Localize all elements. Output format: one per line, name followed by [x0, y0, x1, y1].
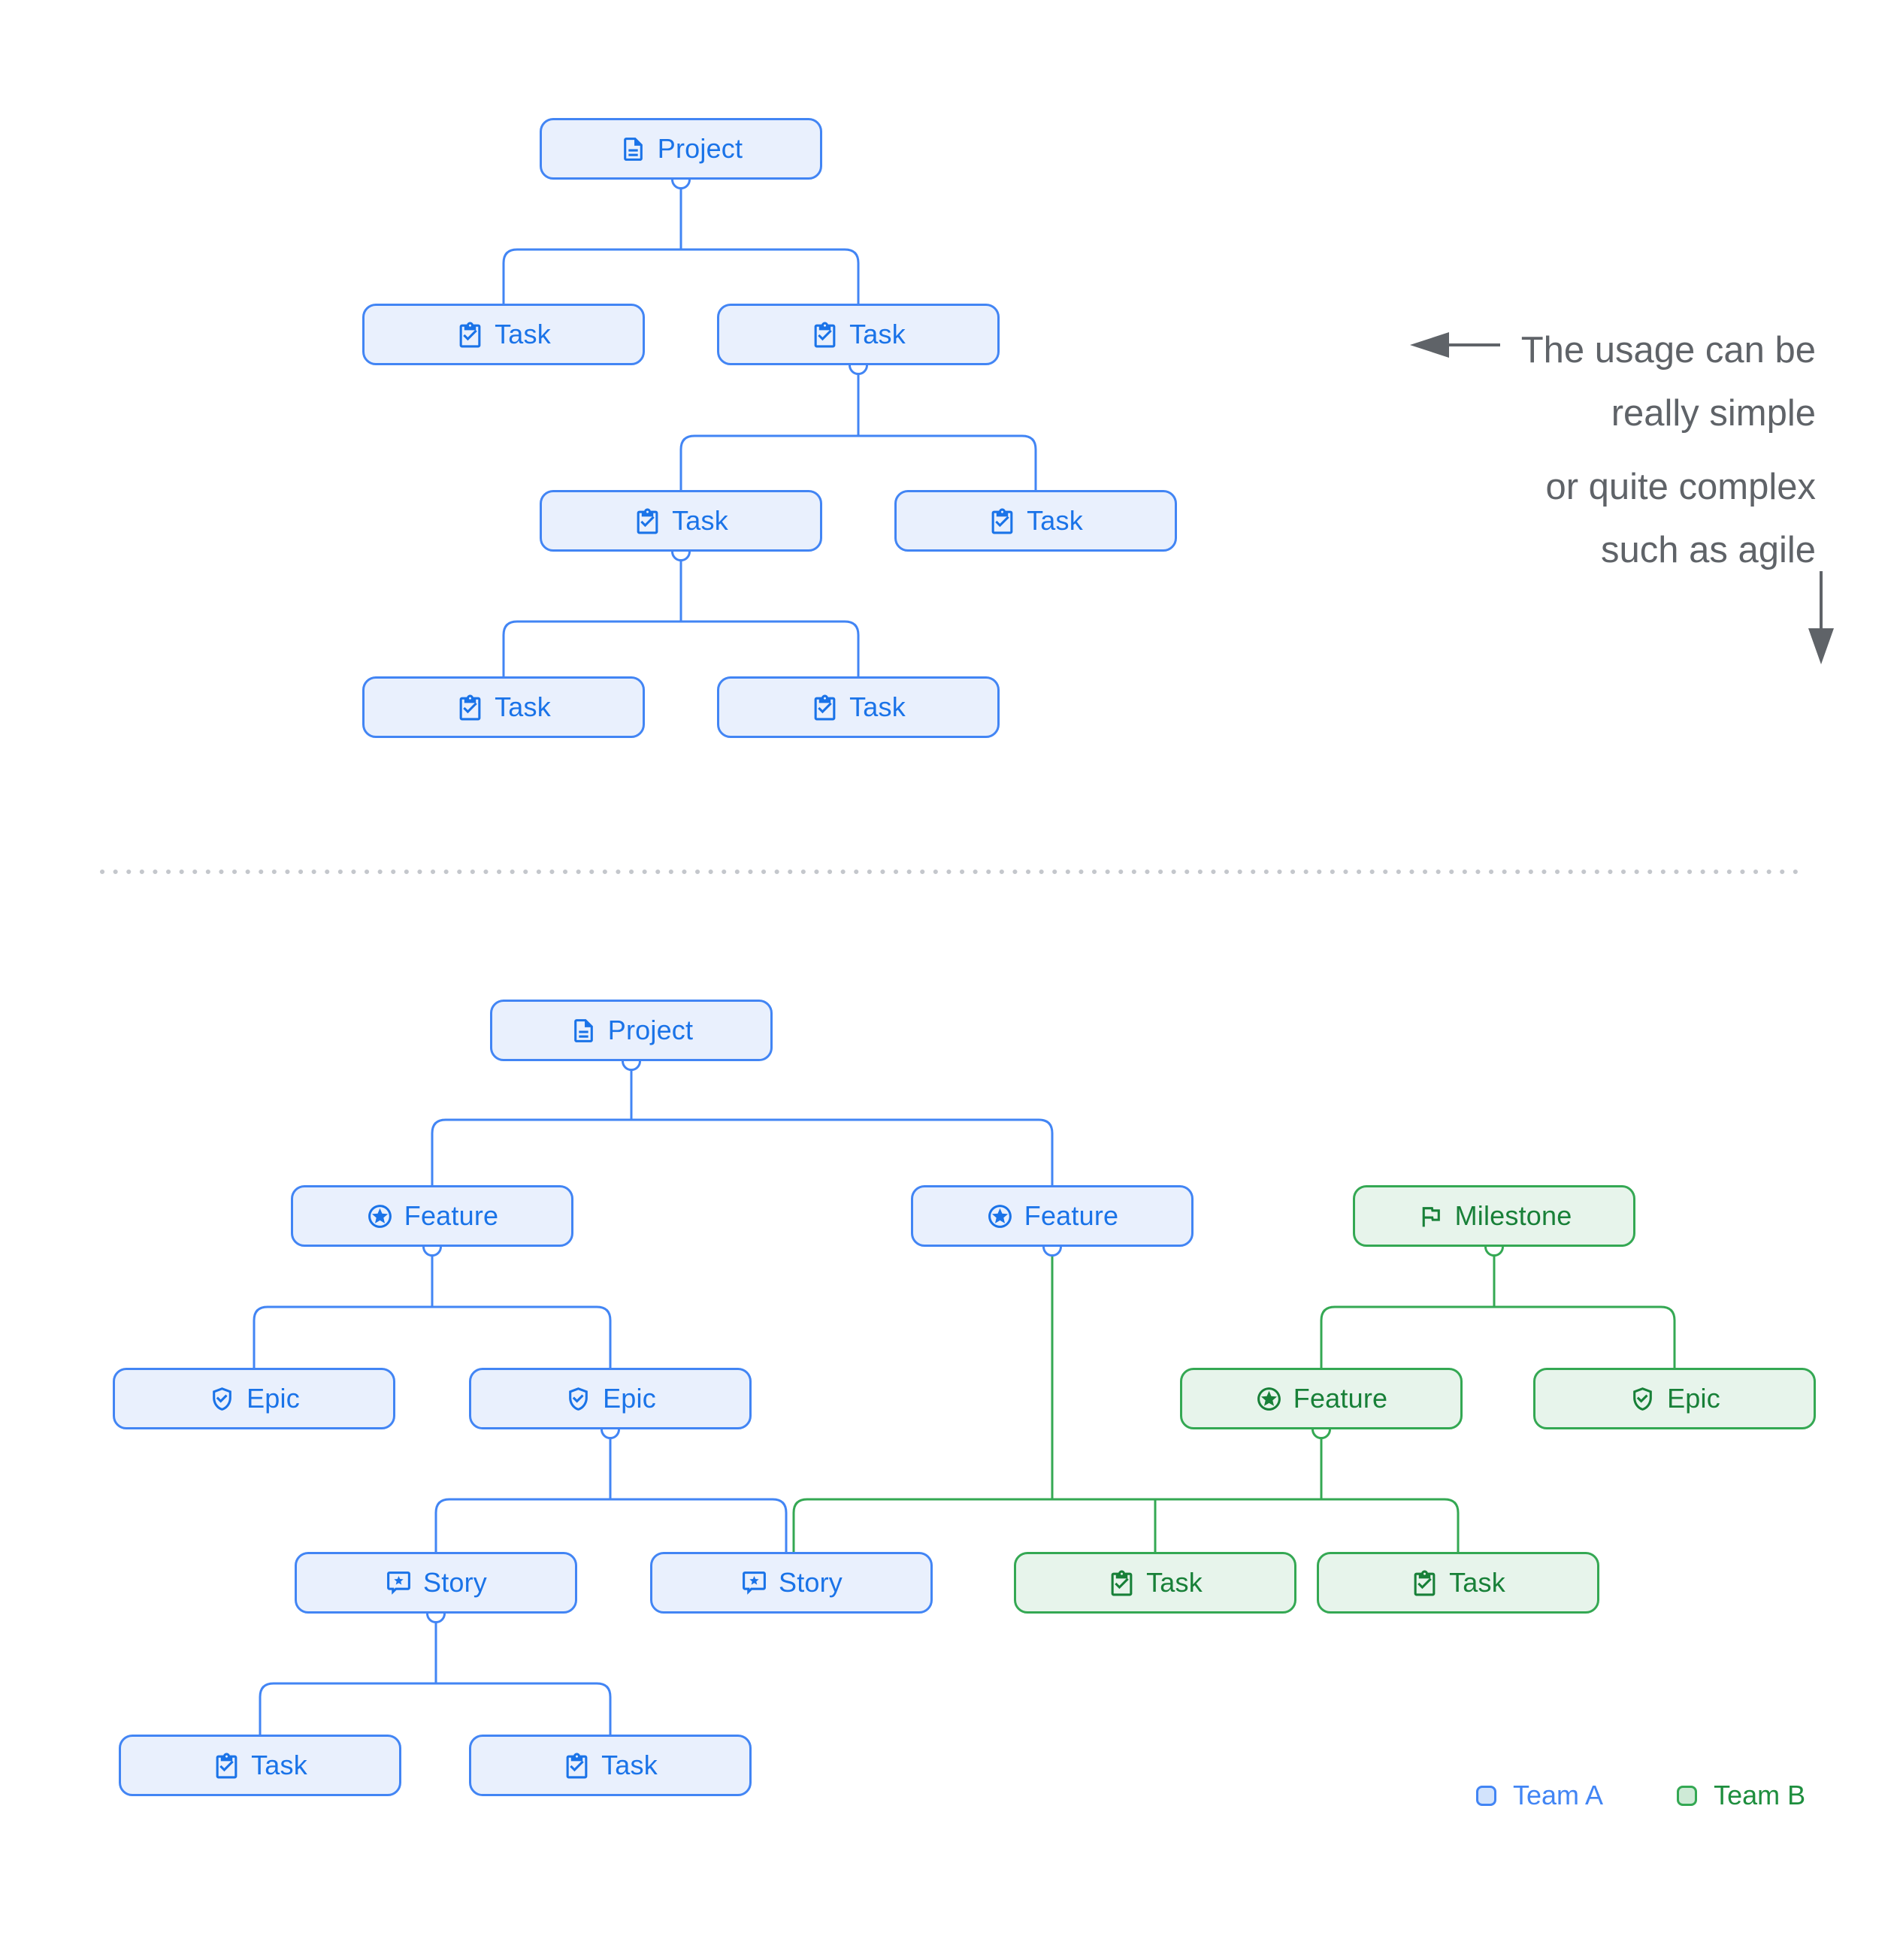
epic-icon [1629, 1385, 1656, 1413]
node-label: Epic [247, 1383, 300, 1414]
node-c-task-1: Task [1014, 1552, 1296, 1614]
node-c-task-4: Task [469, 1735, 752, 1796]
node-label: Project [607, 1015, 694, 1045]
task-icon [811, 321, 839, 349]
node-c-epic-2: Epic [469, 1368, 752, 1429]
node-s-task-c: Task [540, 490, 822, 552]
task-icon [563, 1752, 591, 1780]
node-label: Epic [603, 1383, 656, 1414]
node-c-epic-3: Epic [1533, 1368, 1816, 1429]
connector-bus [502, 552, 860, 676]
node-c-feature-1: Feature [291, 1185, 573, 1247]
node-label: Task [849, 319, 906, 349]
node-s-task-b: Task [717, 304, 1000, 365]
task-icon [811, 694, 839, 721]
task-icon [456, 321, 484, 349]
legend-item-team-a: Team A [1476, 1780, 1603, 1811]
node-c-task-3: Task [119, 1735, 401, 1796]
connector-bus [502, 180, 860, 304]
task-icon [1108, 1569, 1136, 1597]
node-label: Epic [1667, 1383, 1720, 1414]
annotation-line-2: really simple [1611, 393, 1816, 434]
team-b-swatch-icon [1677, 1785, 1698, 1806]
node-label: Feature [404, 1200, 499, 1231]
document-icon [619, 135, 647, 163]
epic-icon [208, 1385, 236, 1413]
story-icon [740, 1569, 768, 1597]
node-label: Task [672, 505, 728, 536]
flag-icon [1417, 1202, 1445, 1230]
connector-bus [679, 365, 1037, 490]
node-c-story-2: Story [650, 1552, 933, 1614]
node-label: Story [422, 1567, 488, 1598]
connector-bus [253, 1247, 612, 1368]
task-icon [1411, 1569, 1439, 1597]
node-label: Task [1027, 505, 1083, 536]
annotation-text: The usage can be really simple or quite … [1365, 319, 1816, 582]
document-icon [570, 1017, 598, 1045]
node-c-project: Project [490, 1000, 773, 1061]
connector-bus [259, 1614, 612, 1735]
node-label: Task [1449, 1567, 1505, 1598]
task-icon [213, 1752, 241, 1780]
node-label: Task [1146, 1567, 1203, 1598]
node-c-story-1: Story [295, 1552, 577, 1614]
node-c-milestone: Milestone [1353, 1185, 1635, 1247]
node-label: Feature [1024, 1200, 1119, 1231]
node-label: Project [657, 133, 743, 164]
legend: Team A Team B [1476, 1780, 1805, 1811]
left-arrow-icon [1410, 332, 1500, 358]
connector-bus [434, 1429, 788, 1552]
node-label: Story [778, 1567, 843, 1598]
connector-bus [1320, 1247, 1676, 1368]
node-s-project: Project [540, 118, 822, 180]
node-s-task-f: Task [717, 676, 1000, 738]
node-label: Milestone [1454, 1200, 1572, 1231]
node-label: Task [849, 691, 906, 722]
node-c-feature-3: Feature [1180, 1368, 1463, 1429]
task-icon [634, 507, 661, 535]
node-label: Task [251, 1750, 307, 1780]
task-icon [988, 507, 1016, 535]
feature-icon [1255, 1385, 1283, 1413]
feature-icon [986, 1202, 1014, 1230]
node-c-task-2: Task [1317, 1552, 1599, 1614]
connector-bus [431, 1061, 1054, 1185]
legend-label-team-a: Team A [1513, 1780, 1604, 1810]
node-label: Task [495, 691, 551, 722]
annotation-line-4: such as agile [1600, 530, 1816, 570]
legend-item-team-b: Team B [1677, 1780, 1805, 1811]
node-s-task-e: Task [362, 676, 645, 738]
connector-bus [792, 1247, 1460, 1552]
annotation-line-1: The usage can be [1520, 330, 1816, 371]
node-label: Task [495, 319, 551, 349]
node-s-task-d: Task [894, 490, 1177, 552]
node-label: Task [601, 1750, 658, 1780]
node-c-epic-1: Epic [113, 1368, 395, 1429]
feature-icon [366, 1202, 394, 1230]
story-icon [385, 1569, 413, 1597]
legend-label-team-b: Team B [1714, 1780, 1806, 1810]
epic-icon [564, 1385, 592, 1413]
annotation-line-3: or quite complex [1545, 467, 1816, 507]
down-arrow-icon [1808, 571, 1834, 664]
node-c-feature-2: Feature [911, 1185, 1194, 1247]
node-s-task-a: Task [362, 304, 645, 365]
team-a-swatch-icon [1476, 1785, 1496, 1806]
task-icon [456, 694, 484, 721]
node-label: Feature [1293, 1383, 1388, 1414]
